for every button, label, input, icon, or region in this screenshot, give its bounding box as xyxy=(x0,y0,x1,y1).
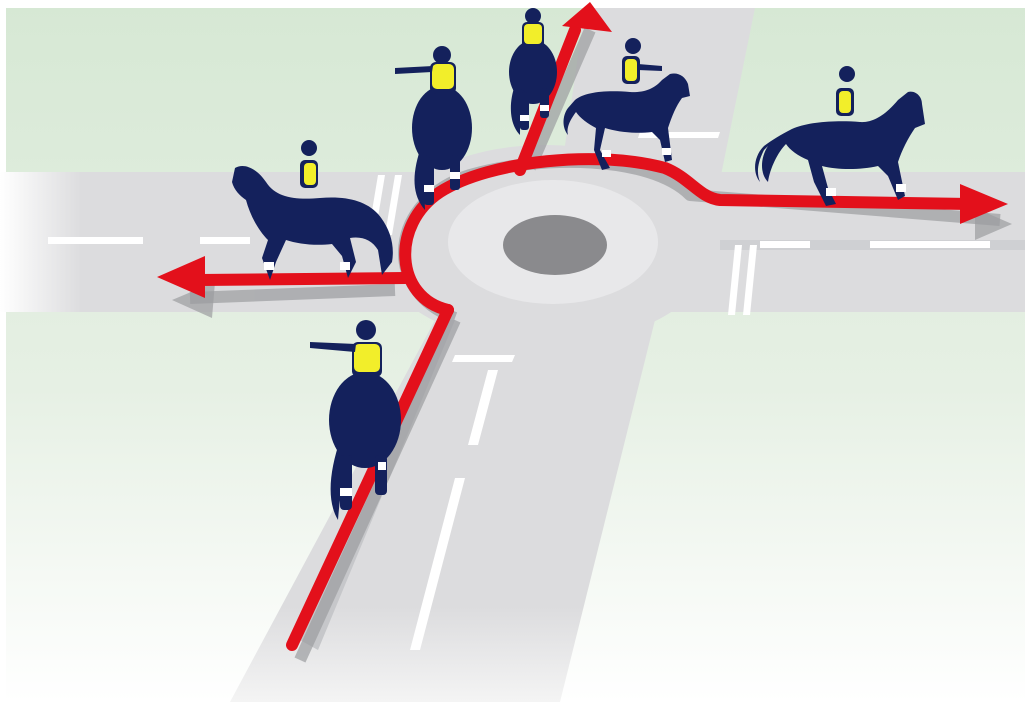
left-white-margin xyxy=(0,0,6,702)
centre-line-east-1 xyxy=(760,241,810,248)
centre-line-west-1 xyxy=(48,237,143,244)
rider-approach-vest xyxy=(354,344,380,372)
rider-turning-east-vest xyxy=(839,91,851,113)
rider-straight-north-vest xyxy=(524,24,542,44)
give-way-north xyxy=(638,132,720,138)
rider-approach-sock xyxy=(340,488,352,496)
give-way-south xyxy=(452,355,515,362)
rider-north-exit-vest xyxy=(625,59,637,81)
rider-turning-west-vest xyxy=(304,163,316,185)
route-exit-west xyxy=(200,278,405,280)
roundabout-central-island xyxy=(503,215,607,275)
rider-circulating-vest xyxy=(432,64,454,89)
centre-line-west-2 xyxy=(200,237,250,244)
centre-line-east-2 xyxy=(870,241,990,248)
top-white-margin xyxy=(0,0,1025,8)
